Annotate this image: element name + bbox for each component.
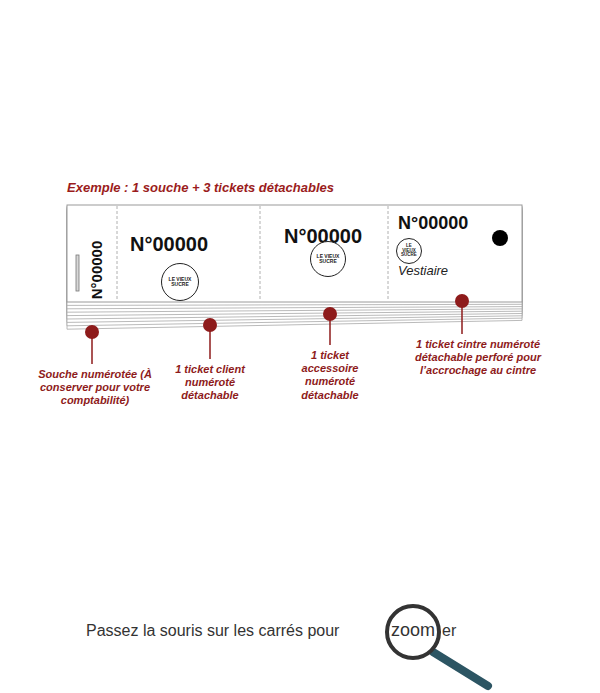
ticket: N°00000 LE VIEUX SUCRE Vestiaire [388,205,522,302]
ticket-caption: Vestiaire [398,264,448,278]
zoom-word: zoom [391,620,435,641]
hint-text: er [442,622,456,640]
ticket: N°00000LE VIEUX SUCRE [260,205,388,302]
perforation [388,206,389,301]
hanger-hole [492,230,508,246]
logo-text: LE VIEUX SUCRE [166,277,194,288]
stub: N°00000 [67,205,117,302]
magnifier-handle [433,652,488,686]
callout-label: 1 ticket accessoire numéroté détachable [289,349,371,402]
ticket: N°00000 LE VIEUX SUCRE [117,205,260,302]
sheet-edge [67,206,522,305]
staple [76,255,79,291]
callout-label: 1 ticket cintre numéroté détachable perf… [412,338,544,378]
example-title: Exemple : 1 souche + 3 tickets détachabl… [67,180,334,195]
logo-text: LE VIEUX SUCRE [401,244,417,258]
ticket-number: N°00000 [130,233,208,255]
top-sheet [67,205,522,302]
leader-lines [92,301,462,364]
ticket-stack [67,206,522,329]
logo-stamp: LE VIEUX SUCRE [310,241,346,277]
logo-stamp: LE VIEUX SUCRE [161,263,199,301]
callout-label: 1 ticket client numéroté détachable [165,363,255,403]
stub-number: N°00000 [89,241,106,300]
magnifier-lens [387,606,439,658]
callout-label: Souche numérotée (À conserver pour votre… [36,368,154,408]
perforation [260,206,261,301]
perforation [117,206,118,301]
logo-text: LE VIEUX SUCRE [315,254,341,265]
hint-text: Passez la souris sur les carrés pour [86,622,339,640]
ticket-number: N°00000 [398,214,468,234]
logo-stamp: LE VIEUX SUCRE [396,238,422,264]
callout-dots [85,294,469,339]
